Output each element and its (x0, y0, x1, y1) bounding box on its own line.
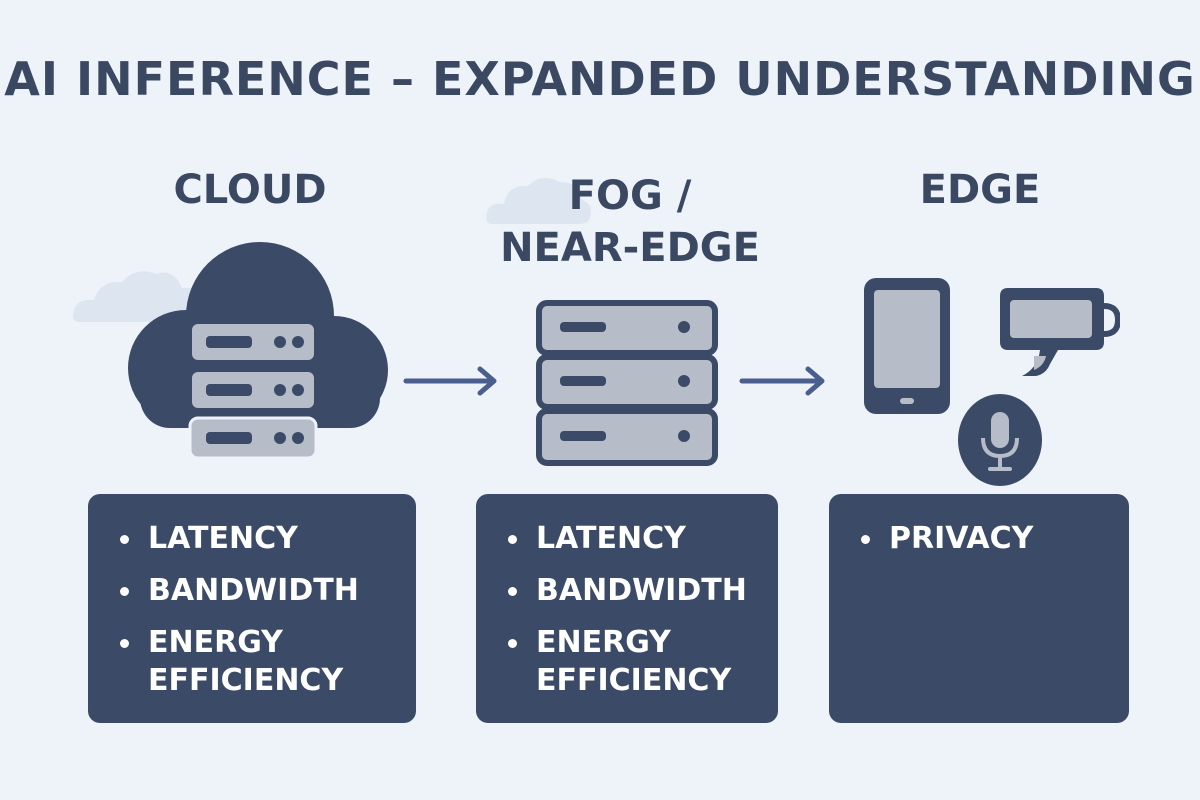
list-item: LATENCY (116, 520, 416, 558)
server-unit-icon (188, 368, 318, 412)
server-unit-icon (188, 416, 318, 460)
arrow-right-icon (403, 366, 497, 396)
column-heading-fog: FOG / NEAR-EDGE (500, 173, 760, 271)
edge-features-box: PRIVACY (829, 494, 1129, 723)
smartphone-icon (864, 278, 950, 414)
list-item: BANDWIDTH (504, 572, 778, 610)
page-title: AI INFERENCE – EXPANDED UNDERSTANDING (4, 52, 1196, 106)
cloud-server-icon (128, 242, 388, 460)
column-heading-edge: EDGE (919, 167, 1041, 213)
server-unit-icon (188, 320, 318, 364)
list-item: ENERGY EFFICIENCY (504, 624, 731, 700)
cloud-features-box: LATENCY BANDWIDTH ENERGY EFFICIENCY (88, 494, 416, 723)
list-item: ENERGY EFFICIENCY (116, 624, 343, 700)
background-cloud-icon (72, 271, 213, 322)
smart-speaker-icon (1000, 288, 1120, 376)
list-item: PRIVACY (857, 520, 1129, 558)
background-cloud-icon (486, 177, 591, 224)
list-item: BANDWIDTH (116, 572, 416, 610)
list-item: LATENCY (504, 520, 778, 558)
server-rack-icon (536, 300, 718, 466)
arrow-right-icon (739, 366, 825, 396)
microphone-icon (958, 394, 1042, 486)
column-heading-cloud: CLOUD (173, 167, 327, 213)
fog-features-box: LATENCY BANDWIDTH ENERGY EFFICIENCY (476, 494, 778, 723)
